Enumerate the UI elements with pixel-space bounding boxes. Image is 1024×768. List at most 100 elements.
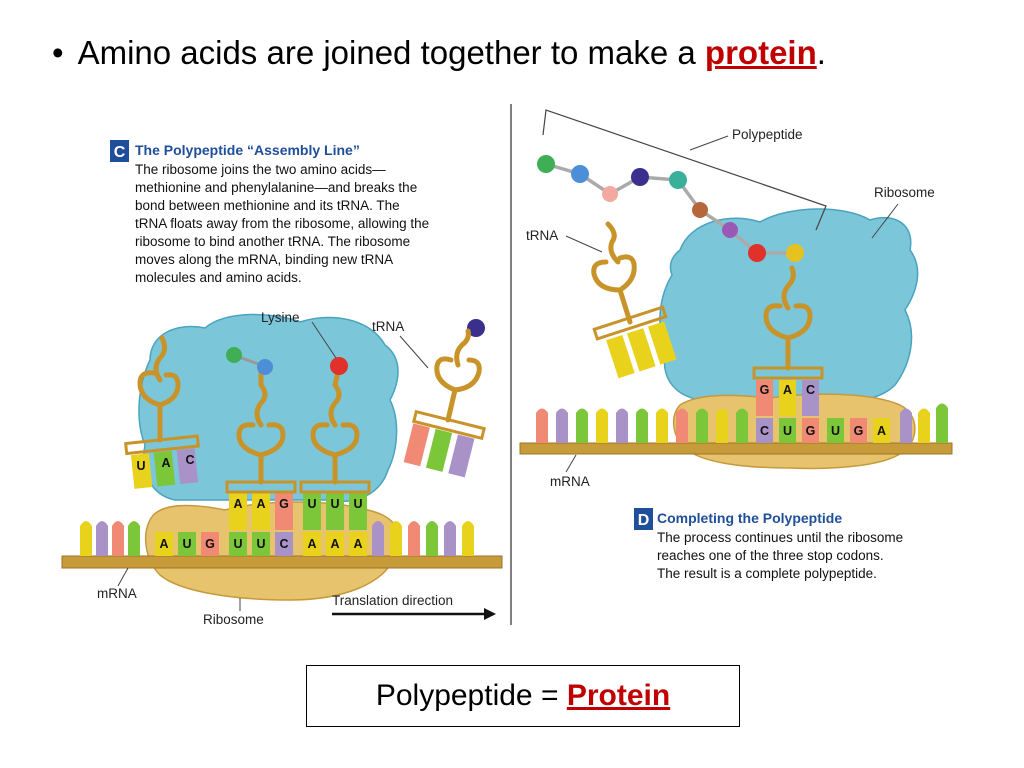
panel-c-line: The ribosome joins the two amino acids— <box>135 162 386 177</box>
anticodon-letter: G <box>760 383 770 397</box>
trna-stem <box>592 305 668 341</box>
mrna-base <box>900 408 912 443</box>
mrna-base <box>696 408 708 443</box>
amino-acid-purple <box>467 319 485 337</box>
trna-cloverleaf <box>434 328 482 423</box>
direction-arrow-head <box>484 608 496 620</box>
codon-base <box>850 418 867 443</box>
mrna-bases-left <box>80 521 140 556</box>
codon-letter: C <box>279 537 288 551</box>
mrna-base <box>556 408 568 443</box>
anticodon-base <box>176 448 199 485</box>
label-polypeptide: Polypeptide <box>732 127 803 142</box>
label-mrna-c: mRNA <box>97 586 137 601</box>
caption-highlight-protein: Protein <box>566 679 671 712</box>
codon-letter: A <box>307 537 316 551</box>
codon-letter: G <box>205 537 215 551</box>
codon-base <box>873 418 890 443</box>
codon-base <box>229 532 247 556</box>
codon-letter: A <box>159 537 168 551</box>
panel-c-badge-letter: C <box>114 144 126 161</box>
leader-line <box>311 321 337 359</box>
mrna-base <box>128 521 140 556</box>
anticodon-base <box>130 453 153 489</box>
bullet-highlight-protein: protein <box>704 34 817 71</box>
codon-letter: U <box>831 424 840 438</box>
mrna-base <box>736 408 748 443</box>
mrna-base <box>636 408 648 443</box>
leader-line <box>565 454 577 473</box>
mrna-base <box>656 408 668 443</box>
trna-cloverleaf <box>137 335 181 443</box>
anticodon-base <box>275 493 293 530</box>
panel-d-badge <box>634 508 653 530</box>
panel-d-line: The process continues until the ribosome <box>657 530 903 545</box>
amino-acid <box>571 165 589 183</box>
leader-line <box>871 203 899 239</box>
amino-acid <box>602 186 618 202</box>
label-ribosome-d: Ribosome <box>874 185 935 200</box>
trna-cloverleaf <box>763 265 813 371</box>
panel-c-line: tRNA floats away from the ribosome, allo… <box>135 216 429 231</box>
panel-c-body: The ribosome joins the two amino acids— … <box>135 162 429 285</box>
anticodon-base <box>425 428 453 472</box>
anticodon-base <box>326 493 344 530</box>
anticodon-base <box>756 380 773 416</box>
amino-acid <box>669 171 687 189</box>
codon-letter: G <box>854 424 864 438</box>
label-trna-c: tRNA <box>372 319 404 334</box>
amino-acid-blue <box>257 359 273 375</box>
mrna-base <box>676 408 688 443</box>
panel-c-badge <box>110 140 129 162</box>
codon-letter: A <box>353 537 362 551</box>
codon-base <box>779 418 796 443</box>
mrna-base <box>112 521 124 556</box>
incoming-trna <box>403 328 486 478</box>
panel-c-line: moves along the mRNA, binding new tRNA <box>135 252 393 267</box>
mrna-codons-d: C U G U G A <box>756 418 890 443</box>
panel-c-line: methionine and phenylalanine—and breaks … <box>135 180 417 195</box>
amino-acid <box>722 222 738 238</box>
mrna-base <box>80 521 92 556</box>
anticodon-letter: A <box>233 497 242 511</box>
anticodon-base <box>252 493 270 530</box>
codon-base <box>252 532 270 556</box>
codon-base <box>178 532 196 556</box>
codon-letter: A <box>330 537 339 551</box>
codon-base <box>349 532 367 556</box>
caption-text: Polypeptide = <box>375 679 567 712</box>
panel-c-title: The Polypeptide “Assembly Line” <box>135 142 360 158</box>
mrna-backbone <box>519 442 953 455</box>
anticodon-letter: U <box>330 497 339 511</box>
anticodon-letter: C <box>806 383 815 397</box>
anticodon-base <box>606 334 635 379</box>
label-translation-direction: Translation direction <box>332 593 453 608</box>
leaving-trna-d <box>591 221 677 379</box>
leader-line <box>117 567 129 587</box>
bound-anticodons-c: A A G U U U <box>225 480 371 530</box>
label-trna-d: tRNA <box>526 228 558 243</box>
mrna-codons-c: A U G U U C A A A <box>155 532 367 556</box>
panel-d-title: Completing the Polypeptide <box>657 510 842 526</box>
codon-base <box>802 418 819 443</box>
leader-line <box>689 135 729 151</box>
anticodon-letter: C <box>185 453 194 467</box>
label-lysine: Lysine <box>261 310 300 325</box>
codon-letter: A <box>877 424 886 438</box>
anticodon-base <box>647 321 677 365</box>
mrna-base <box>716 408 728 443</box>
bullet-period: . <box>816 34 826 71</box>
codon-base <box>303 532 321 556</box>
trna-stem <box>412 409 486 441</box>
codon-base <box>201 532 219 556</box>
trna-cloverleaf <box>236 367 286 485</box>
mrna-base <box>408 521 420 556</box>
leader-line <box>565 235 603 253</box>
amino-acid <box>631 168 649 186</box>
mrna-base <box>616 408 628 443</box>
anticodon-base <box>802 380 819 416</box>
codon-letter: U <box>783 424 792 438</box>
codon-base <box>275 532 293 556</box>
bullet-glyph: • <box>52 34 64 71</box>
